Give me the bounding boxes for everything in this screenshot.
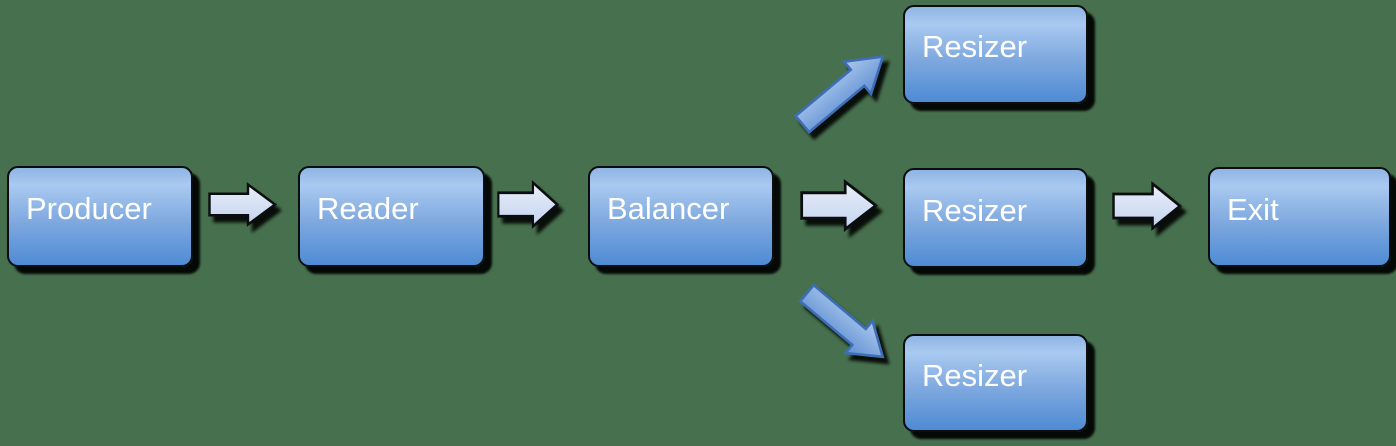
node-resizer-bottom-label: Resizer [922, 357, 1028, 393]
arrow-reader-to-balancer-icon [497, 180, 560, 229]
node-balancer: Balancer [588, 166, 774, 267]
node-resizer-top-label: Resizer [922, 29, 1028, 64]
node-resizer-top: Resizer [903, 5, 1088, 104]
arrow-balancer-to-resizer-bottom-icon [798, 283, 885, 359]
node-resizer-middle: Resizer [903, 168, 1088, 268]
node-producer: Producer [7, 166, 193, 267]
node-resizer-middle-label: Resizer [922, 192, 1028, 228]
node-exit-label: Exit [1227, 191, 1279, 227]
arrow-resizer-middle-to-exit-icon [1112, 181, 1183, 231]
node-balancer-label: Balancer [607, 191, 730, 226]
node-reader-label: Reader [317, 191, 419, 226]
arrow-producer-to-reader-icon [208, 182, 278, 227]
node-resizer-bottom: Resizer [903, 334, 1088, 432]
node-exit: Exit [1208, 167, 1391, 267]
node-reader: Reader [298, 166, 485, 267]
arrow-balancer-to-resizer-top-icon [793, 55, 885, 134]
arrow-balancer-to-resizer-middle-icon [800, 178, 879, 233]
node-producer-label: Producer [26, 191, 152, 226]
